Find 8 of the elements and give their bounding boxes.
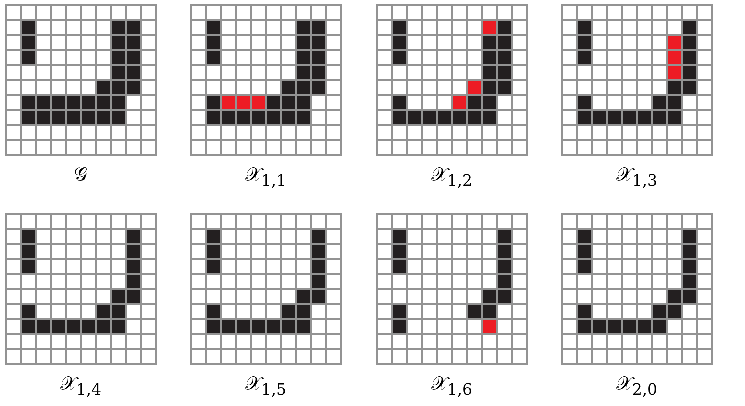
grid-caption: 𝒳$_{1,1}$ — [245, 164, 287, 192]
grid-caption: 𝒢 — [74, 164, 88, 186]
grid-caption: 𝒳$_{1,6}$ — [431, 373, 473, 401]
grid-caption: 𝒳$_{1,3}$ — [616, 164, 658, 192]
grid-caption: 𝒳$_{1,2}$ — [431, 164, 473, 192]
grid-caption: 𝒳$_{2,0}$ — [616, 373, 658, 401]
grid-caption: 𝒳$_{1,4}$ — [60, 373, 102, 401]
grid-caption: 𝒳$_{1,5}$ — [245, 373, 287, 401]
